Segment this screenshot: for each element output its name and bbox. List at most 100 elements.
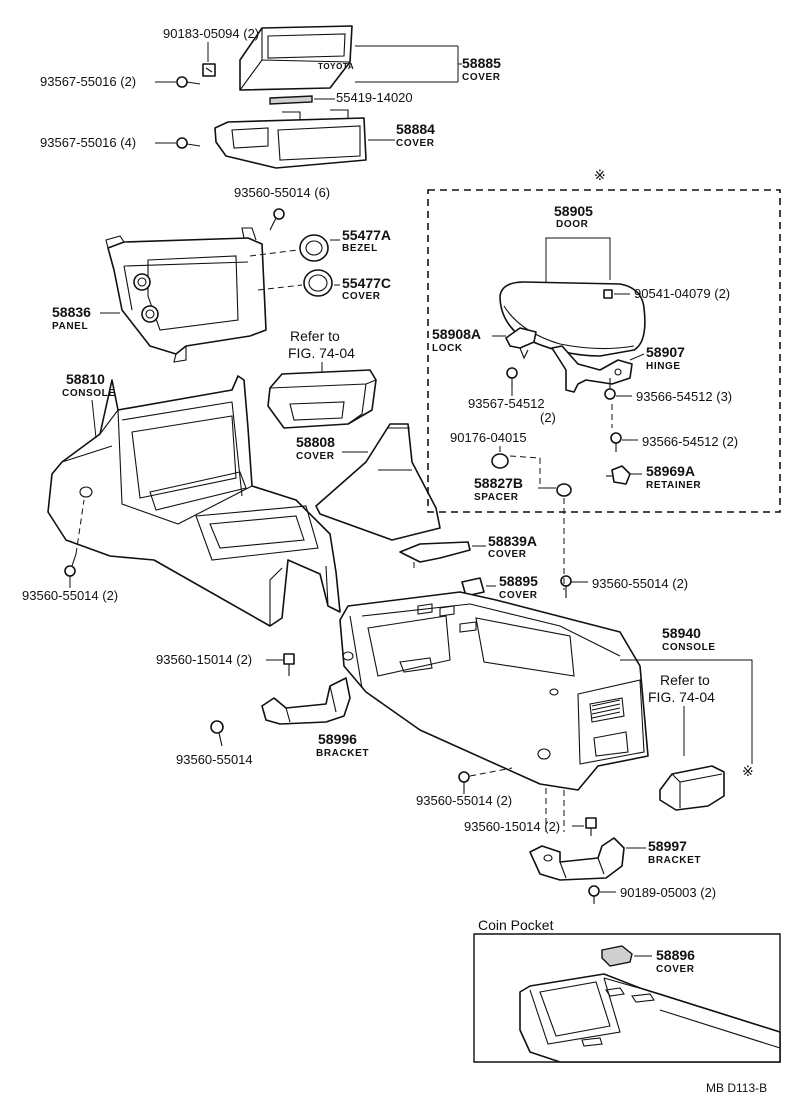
screw-icon xyxy=(202,63,216,77)
screw-icon xyxy=(458,771,470,794)
cover-58808-drawing xyxy=(267,369,377,429)
part-name-58969a: RETAINER xyxy=(646,480,701,491)
screw-icon xyxy=(269,208,285,231)
cover-58839a-drawing xyxy=(399,541,486,570)
cover-58895-drawing xyxy=(461,577,496,597)
part-name-58810: CONSOLE xyxy=(62,388,116,399)
part-number-90183-05094: 90183-05094 (2) xyxy=(163,26,259,41)
part-number-55419-14020: 55419-14020 xyxy=(336,90,413,105)
part-name-58940: CONSOLE xyxy=(662,642,716,653)
part-number-93567-55016-2: 93567-55016 (2) xyxy=(40,74,136,89)
part-number-93567-54512-qty: (2) xyxy=(540,410,556,425)
part-number-93560-55014-6: 93560-55014 (6) xyxy=(234,185,330,200)
part-number-90189-05003: 90189-05003 (2) xyxy=(620,885,716,900)
part-number-58905: 58905 xyxy=(554,203,593,219)
footer-code: MB D113-B xyxy=(706,1081,767,1095)
part-number-93560-15014-2-bottom: 93560-15014 (2) xyxy=(464,819,560,834)
part-name-58884: COVER xyxy=(396,138,435,149)
part-number-58885: 58885 xyxy=(462,55,501,71)
part-name-58839a: COVER xyxy=(488,549,527,560)
part-number-58997: 58997 xyxy=(648,838,687,854)
part-number-58884: 58884 xyxy=(396,121,435,137)
clip-icon xyxy=(283,653,295,676)
emblem-text: TOYOTA xyxy=(318,62,354,71)
screw-icon xyxy=(176,76,201,88)
part-number-58969a: 58969A xyxy=(646,463,695,479)
part-name-58885: COVER xyxy=(462,72,501,83)
asterisk-mark-icon: ※ xyxy=(594,168,606,184)
part-name-58836: PANEL xyxy=(52,321,88,332)
part-number-58896: 58896 xyxy=(656,947,695,963)
part-number-58907: 58907 xyxy=(646,344,685,360)
part-name-58895: COVER xyxy=(499,590,538,601)
part-number-58895: 58895 xyxy=(499,573,538,589)
screw-icon xyxy=(176,137,201,149)
hinge-58907-drawing xyxy=(551,345,633,393)
console-58940-drawing xyxy=(339,591,649,791)
coin-pocket-drawing xyxy=(519,973,781,1063)
screw-icon xyxy=(506,367,518,388)
part-number-58836: 58836 xyxy=(52,304,91,320)
part-name-58905: DOOR xyxy=(556,219,589,230)
part-name-58827b: SPACER xyxy=(474,492,519,503)
lock-58908a-drawing xyxy=(505,327,537,360)
screw-icon xyxy=(588,885,600,904)
coin-pocket-title: Coin Pocket xyxy=(478,917,554,933)
refer-to-fig-74-04-lower-line1: Refer to xyxy=(660,672,710,688)
cover-55477c-drawing xyxy=(257,269,340,297)
part-number-93560-15014-2-left: 93560-15014 (2) xyxy=(156,652,252,667)
part-number-93560-55014-2-bottom: 93560-55014 (2) xyxy=(416,793,512,808)
part-name-58997: BRACKET xyxy=(648,855,701,866)
spacer-58827b-drawing xyxy=(556,483,572,497)
refer-to-fig-74-04-upper-line1: Refer to xyxy=(290,328,340,344)
bezel-55477a-drawing xyxy=(249,234,340,262)
screw-icon xyxy=(604,378,616,400)
screw-icon xyxy=(64,553,77,577)
retainer-58969a-drawing xyxy=(606,465,631,485)
part-number-93560-55014-left: 93560-55014 xyxy=(176,752,253,767)
clip-icon xyxy=(585,817,597,836)
part-number-58940: 58940 xyxy=(662,625,701,641)
screw-icon xyxy=(210,720,224,747)
screw-icon xyxy=(610,432,622,452)
ashtray-drawing xyxy=(659,765,725,811)
part-name-58896: COVER xyxy=(656,964,695,975)
part-number-90176-04015: 90176-04015 xyxy=(450,430,527,445)
part-number-93567-55016-4: 93567-55016 (4) xyxy=(40,135,136,150)
part-name-55477c: COVER xyxy=(342,291,381,302)
cover-58884-drawing xyxy=(214,109,395,169)
refer-to-fig-74-04-lower-line2: FIG. 74-04 xyxy=(648,689,715,705)
cover-58896-drawing xyxy=(601,945,652,967)
part-number-93566-54512-3: 93566-54512 (3) xyxy=(636,389,732,404)
asterisk-mark-icon: ※ xyxy=(742,764,754,780)
panel-58836-drawing xyxy=(105,227,267,363)
cover-58885-drawing: TOYOTA xyxy=(239,25,462,105)
bracket-58997-drawing xyxy=(529,837,625,881)
shift-boot-drawing xyxy=(315,423,441,541)
console-58810-drawing xyxy=(47,375,341,627)
part-number-58827b: 58827B xyxy=(474,475,523,491)
part-name-58908a: LOCK xyxy=(432,343,463,354)
screw-icon xyxy=(603,289,613,299)
part-number-90541-04079: 90541-04079 (2) xyxy=(634,286,730,301)
part-number-93560-55014-2-left: 93560-55014 (2) xyxy=(22,588,118,603)
part-number-93567-54512: 93567-54512 xyxy=(468,396,545,411)
part-number-55477a: 55477A xyxy=(342,227,391,243)
part-number-58808: 58808 xyxy=(296,434,335,450)
part-number-55477c: 55477C xyxy=(342,275,391,291)
part-name-58996: BRACKET xyxy=(316,748,369,759)
door-58905-drawing xyxy=(499,281,646,357)
bracket-58996-drawing xyxy=(261,677,351,725)
part-number-58810: 58810 xyxy=(66,371,105,387)
part-number-93560-55014-2-mid: 93560-55014 (2) xyxy=(592,576,688,591)
part-number-58996: 58996 xyxy=(318,731,357,747)
screw-icon xyxy=(560,575,572,598)
part-number-58839a: 58839A xyxy=(488,533,537,549)
part-name-55477a: BEZEL xyxy=(342,243,378,254)
part-name-58808: COVER xyxy=(296,451,335,462)
spacer-drawing xyxy=(491,453,509,469)
part-name-58907: HINGE xyxy=(646,361,681,372)
part-number-58908a: 58908A xyxy=(432,326,481,342)
part-number-93566-54512-2: 93566-54512 (2) xyxy=(642,434,738,449)
